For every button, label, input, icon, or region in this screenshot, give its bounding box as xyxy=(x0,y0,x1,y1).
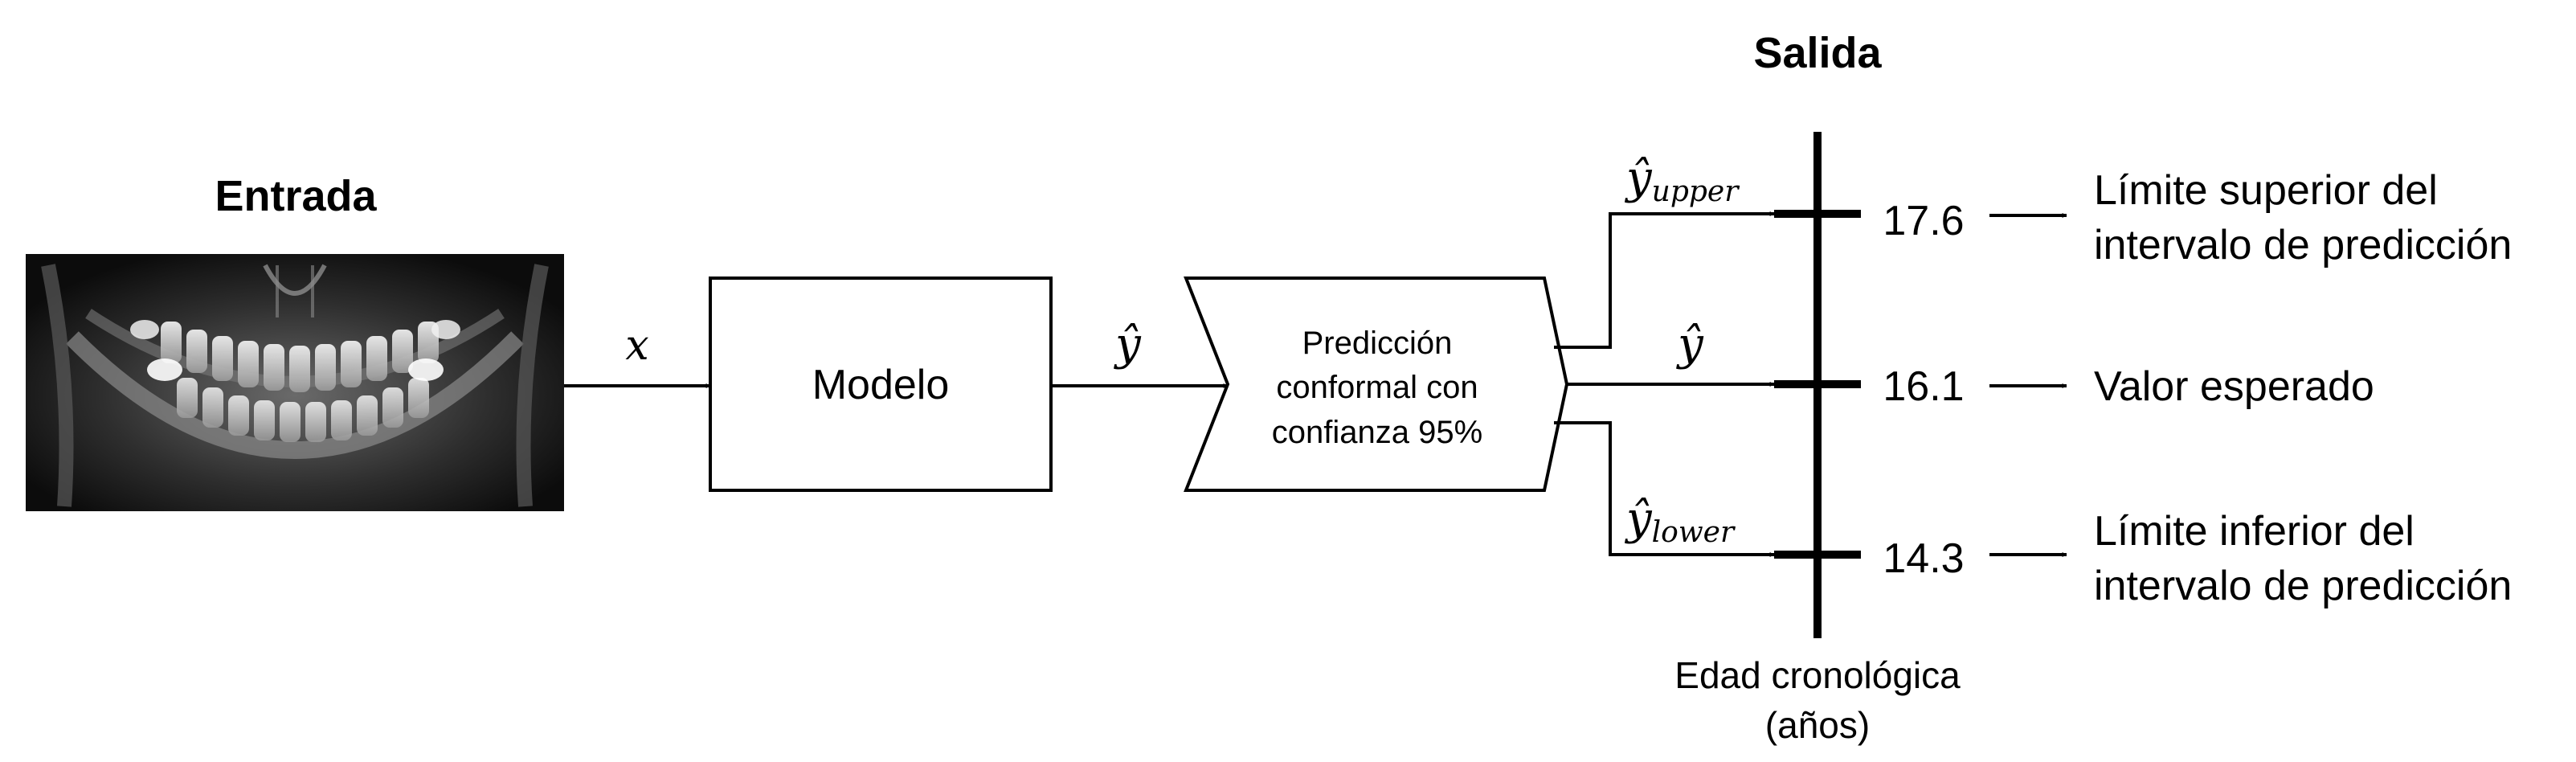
desc-upper-line-1: Límite superior del xyxy=(2094,167,2438,214)
arrow-to-lower xyxy=(1554,421,1775,557)
desc-upper-line-2: intervalo de predicción xyxy=(2094,222,2512,268)
yupper-sub: upper xyxy=(1652,175,1740,208)
yhat-label: ŷ xyxy=(1113,318,1142,371)
yupper-label: ŷupper xyxy=(1624,152,1740,208)
conformal-prediction-block xyxy=(1184,277,1569,492)
axis-label-line-1: Edad cronológica xyxy=(1674,654,1961,696)
desc-lower-line-1: Límite inferior del xyxy=(2094,508,2414,555)
desc-expected-line-1: Valor esperado xyxy=(2094,363,2374,410)
dental-xray-image xyxy=(26,254,564,511)
ylower-base: ŷ xyxy=(1624,493,1653,545)
input-title: Entrada xyxy=(215,172,377,220)
model-box xyxy=(709,277,1053,492)
output-title: Salida xyxy=(1753,29,1882,77)
conformal-line-3: confianza 95% xyxy=(1272,415,1482,450)
ylower-label: ŷlower xyxy=(1624,493,1736,549)
ylower-sub: lower xyxy=(1652,516,1736,549)
svg-text:ŷlower: ŷlower xyxy=(1624,493,1736,549)
value-upper: 17.6 xyxy=(1883,198,1964,244)
svg-text:ŷupper: ŷupper xyxy=(1624,152,1740,208)
conformal-line-1: Predicción xyxy=(1302,326,1453,361)
value-expected: 16.1 xyxy=(1883,363,1964,410)
model-label: Modelo xyxy=(812,362,950,408)
yupper-base: ŷ xyxy=(1624,152,1653,204)
arrow-to-upper xyxy=(1554,211,1775,349)
conformal-line-2: conformal con xyxy=(1276,370,1478,405)
value-lower: 14.3 xyxy=(1883,535,1964,582)
desc-lower-line-2: intervalo de predicción xyxy=(2094,563,2512,609)
yhat-out-label: ŷ xyxy=(1675,318,1704,371)
axis-label-line-2: (años) xyxy=(1765,704,1870,746)
x-label: x xyxy=(625,322,648,370)
